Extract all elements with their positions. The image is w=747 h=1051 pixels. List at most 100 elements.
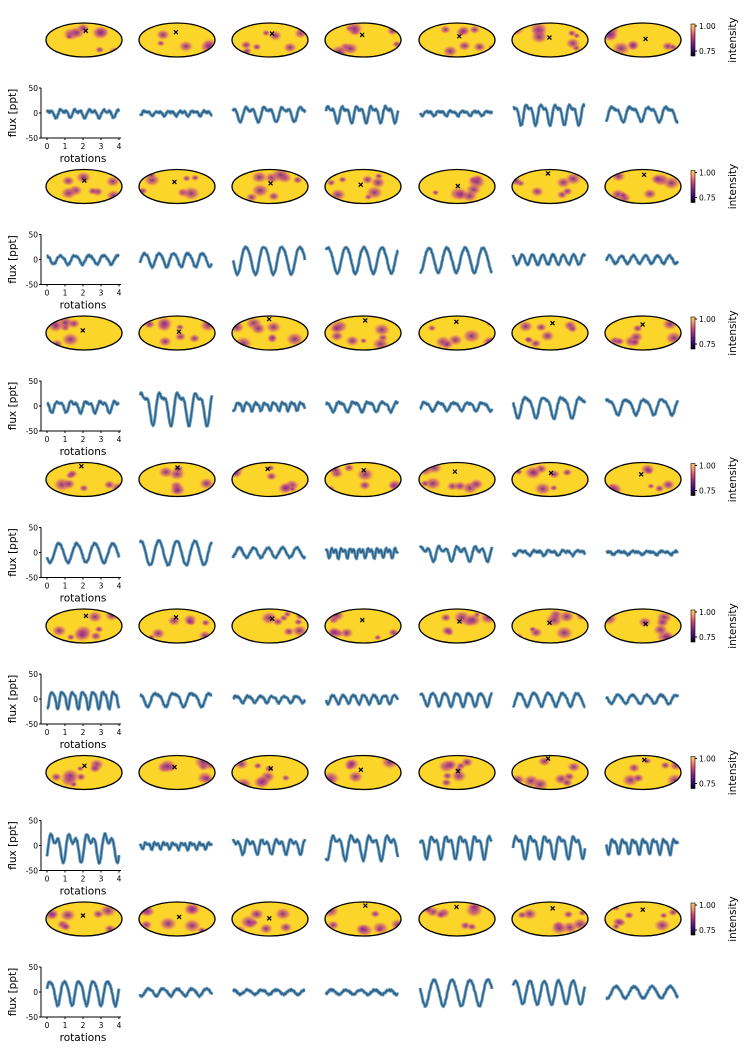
x-tick-label: 4 [117,582,122,591]
light-curve [231,245,307,277]
map-spots [431,174,487,203]
data-curve [139,987,213,998]
intensity-spot [565,37,581,50]
light-curve [324,546,400,561]
colorbar-tick-label: 0.75 [699,194,716,203]
intensity-spot [528,626,537,633]
intensity-spot [365,185,384,200]
x-marker-icon [175,465,180,470]
x-marker-icon [550,320,555,326]
map-spots [440,610,495,636]
intensity-spot [89,631,102,641]
intensity-spot [232,468,243,479]
intensity-spot [343,757,360,771]
colorbar-gradient [690,609,696,643]
data-curve [512,549,586,557]
intensity-spot [342,42,359,55]
map-panel [324,315,402,351]
map-spots [439,25,495,57]
x-tick-label: 3 [99,1021,104,1030]
map-panel [604,315,682,351]
intensity-spot [282,42,298,53]
map-panel [138,22,216,58]
y-tick-label: 50 [28,84,38,93]
x-marker-icon [266,915,272,921]
light-curve [231,400,307,413]
data-curve [512,691,586,708]
map-outline [418,901,496,937]
x-marker-icon [173,29,179,35]
map-panel [604,22,682,58]
light-curve [324,399,400,415]
intensity-spot [188,333,201,343]
intensity-spot [373,634,382,641]
light-curve [418,108,494,119]
map-outline [604,901,682,937]
intensity-spot [94,46,105,54]
intensity-spot [75,171,92,184]
map-spots [512,169,588,200]
y-axis-label: flux [ppt] [7,89,19,137]
x-axis-label: rotations [60,593,107,605]
data-curve [139,692,213,708]
intensity-spot [178,40,194,53]
light-curve [138,691,214,709]
data-curve [325,400,399,414]
map-outline [604,461,682,498]
light-curve [418,544,494,564]
data-curve [419,401,493,413]
intensity-spot [91,25,110,41]
map-panel [604,168,682,205]
map-outline [511,754,589,791]
map-panel [138,168,216,205]
intensity-spot [252,775,271,790]
x-marker-icon [452,469,458,475]
map-panel [45,461,123,498]
colorbar-tick-label: 1.00 [699,315,716,324]
intensity-spot [233,336,253,350]
intensity-spot [338,176,348,184]
colorbar-gradient [690,463,696,496]
map-spots [139,171,214,201]
intensity-spot [277,482,294,495]
map-outline [138,901,216,937]
colorbar-tick-label: 1.00 [699,22,716,31]
light-curve [138,986,214,999]
intensity-spot [373,322,391,337]
x-marker-icon [172,764,178,770]
map-panel [604,901,682,937]
y-axis-label: flux [ppt] [7,235,19,283]
intensity-spot [456,25,471,37]
map-spots [437,757,474,787]
light-curve [511,395,587,421]
x-marker-icon [269,616,275,622]
data-curve [605,398,679,417]
intensity-spot [468,478,484,491]
intensity-spot [575,610,588,622]
map-outline [45,461,123,498]
map-outline [45,315,123,351]
intensity-spot [198,477,215,490]
light-curve [604,105,680,125]
intensity-spot [548,469,561,479]
map-outline [138,608,216,644]
x-marker-icon [265,466,271,472]
intensity-spot [530,186,545,198]
y-tick-label: 50 [28,963,38,972]
data-curve [232,106,306,124]
colorbar-gradient [690,316,696,350]
intensity-spot [62,478,76,490]
y-tick-label: -50 [26,1013,38,1022]
colorbar-tick-label: 0.75 [699,487,716,496]
data-curve [605,838,679,856]
intensity-spot [453,480,467,492]
map-panel [231,608,309,644]
light-curve [324,693,400,707]
intensity-spot [387,481,400,491]
intensity-spot [174,331,187,342]
light-curve [231,837,307,857]
intensity-spot [442,771,453,781]
